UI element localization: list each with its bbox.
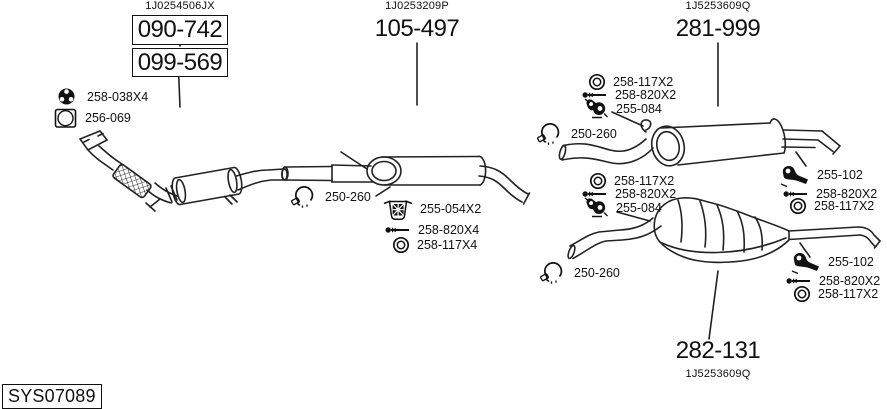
part-label: 258-117X4 (417, 238, 478, 252)
system-id-box: SYS07089 (2, 384, 102, 409)
label-square-gasket: 256-069 (53, 107, 131, 129)
clamp-icon (539, 259, 567, 286)
part-label: 255-102 (828, 255, 874, 269)
part-label: 255-054X2 (420, 202, 482, 216)
bracket-icon (780, 163, 810, 187)
label-rear-lower-hanger: 255-084 (583, 196, 662, 220)
label-rear-lower-bracket-bolt: 258-820X2 (786, 274, 880, 288)
assembly-center-muffler-labels: 1J0253209P 105-497 (355, 0, 479, 41)
bracket-icon (791, 250, 821, 274)
assembly-rear-upper-labels: 1J5253609Q 281-999 (656, 0, 780, 41)
part-label: 258-820X2 (615, 88, 677, 102)
part-label: 250-260 (325, 189, 371, 204)
label-rear-upper-bracket-bolt: 258-820X2 (783, 187, 877, 201)
part-label: 255-084 (616, 102, 662, 116)
rubber-mount-icon (383, 197, 413, 221)
part-label: 258-820X4 (418, 223, 480, 237)
part-code: 282-131 (675, 337, 761, 364)
part-label: 250-260 (574, 265, 620, 280)
part-label: 258-820X2 (816, 187, 878, 201)
ring-icon (392, 236, 410, 254)
assembly-rear-lower-labels: 282-131 1J5253609Q (656, 338, 780, 380)
label-flange-nut: 258-038X4 (54, 86, 148, 107)
flange-nut-icon (54, 86, 80, 107)
part-code: 105-497 (374, 15, 460, 42)
center-muffler-drawing (281, 155, 531, 205)
leader-lines (177, 41, 811, 340)
part-label: 258-117X2 (613, 75, 674, 89)
hanger-icon (583, 97, 609, 121)
rear-muffler-upper-drawing (558, 118, 841, 167)
label-rear-lower-bracket-ring: 258-117X2 (793, 285, 878, 303)
part-label: 258-820X2 (615, 187, 677, 201)
label-clamp-center: 250-260 (290, 183, 371, 210)
hanger-icon (583, 196, 609, 220)
label-rear-upper-bracket-ring: 258-117X2 (789, 197, 874, 215)
oe-reference: 1J5253609Q (685, 368, 751, 381)
label-clamp-rear-lower: 250-260 (539, 259, 620, 286)
rear-muffler-lower-drawing (567, 197, 881, 264)
part-label: 258-117X2 (614, 174, 675, 188)
oe-reference: 1J0254506JX (145, 0, 215, 12)
part-label: 258-117X2 (814, 199, 875, 213)
part-label: 255-102 (817, 168, 863, 182)
part-code: 281-999 (675, 15, 761, 42)
label-rear-upper-bracket: 255-102 (780, 163, 863, 187)
label-center-mount: 255-054X2 (383, 197, 481, 221)
front-pipe-cat-drawing (78, 130, 288, 212)
square-gasket-icon (53, 107, 78, 129)
part-code-box: 090-742 (131, 15, 229, 45)
oe-reference: 1J5253609Q (685, 0, 751, 12)
clamp-icon (536, 120, 564, 147)
label-rear-lower-bolt: 258-820X2 (582, 187, 676, 201)
label-rear-upper-hanger: 255-084 (583, 97, 662, 121)
part-label: 256-069 (85, 111, 131, 125)
ring-icon (793, 285, 811, 303)
part-label: 258-117X2 (818, 287, 879, 301)
part-label: 258-038X4 (87, 89, 149, 104)
label-rear-lower-ring: 258-117X2 (589, 172, 674, 190)
label-rear-upper-ring: 258-117X2 (588, 73, 673, 91)
ring-icon (789, 197, 807, 215)
part-label: 258-820X2 (819, 274, 881, 288)
clamp-icon (290, 183, 318, 210)
part-label: 250-260 (571, 126, 617, 141)
assembly-front-pipe-labels: 1J0254506JX 090-742 099-569 (118, 0, 242, 78)
part-label: 255-084 (616, 201, 662, 215)
label-rear-upper-bolt: 258-820X2 (582, 88, 676, 102)
label-center-ring: 258-117X4 (392, 236, 477, 254)
oe-reference: 1J0253209P (385, 0, 449, 12)
label-rear-lower-bracket: 255-102 (791, 250, 874, 274)
label-center-bolt: 258-820X4 (385, 223, 479, 237)
bolt-icon (385, 225, 411, 235)
part-code-box: 099-569 (131, 47, 229, 78)
label-clamp-rear-upper: 250-260 (536, 120, 617, 147)
